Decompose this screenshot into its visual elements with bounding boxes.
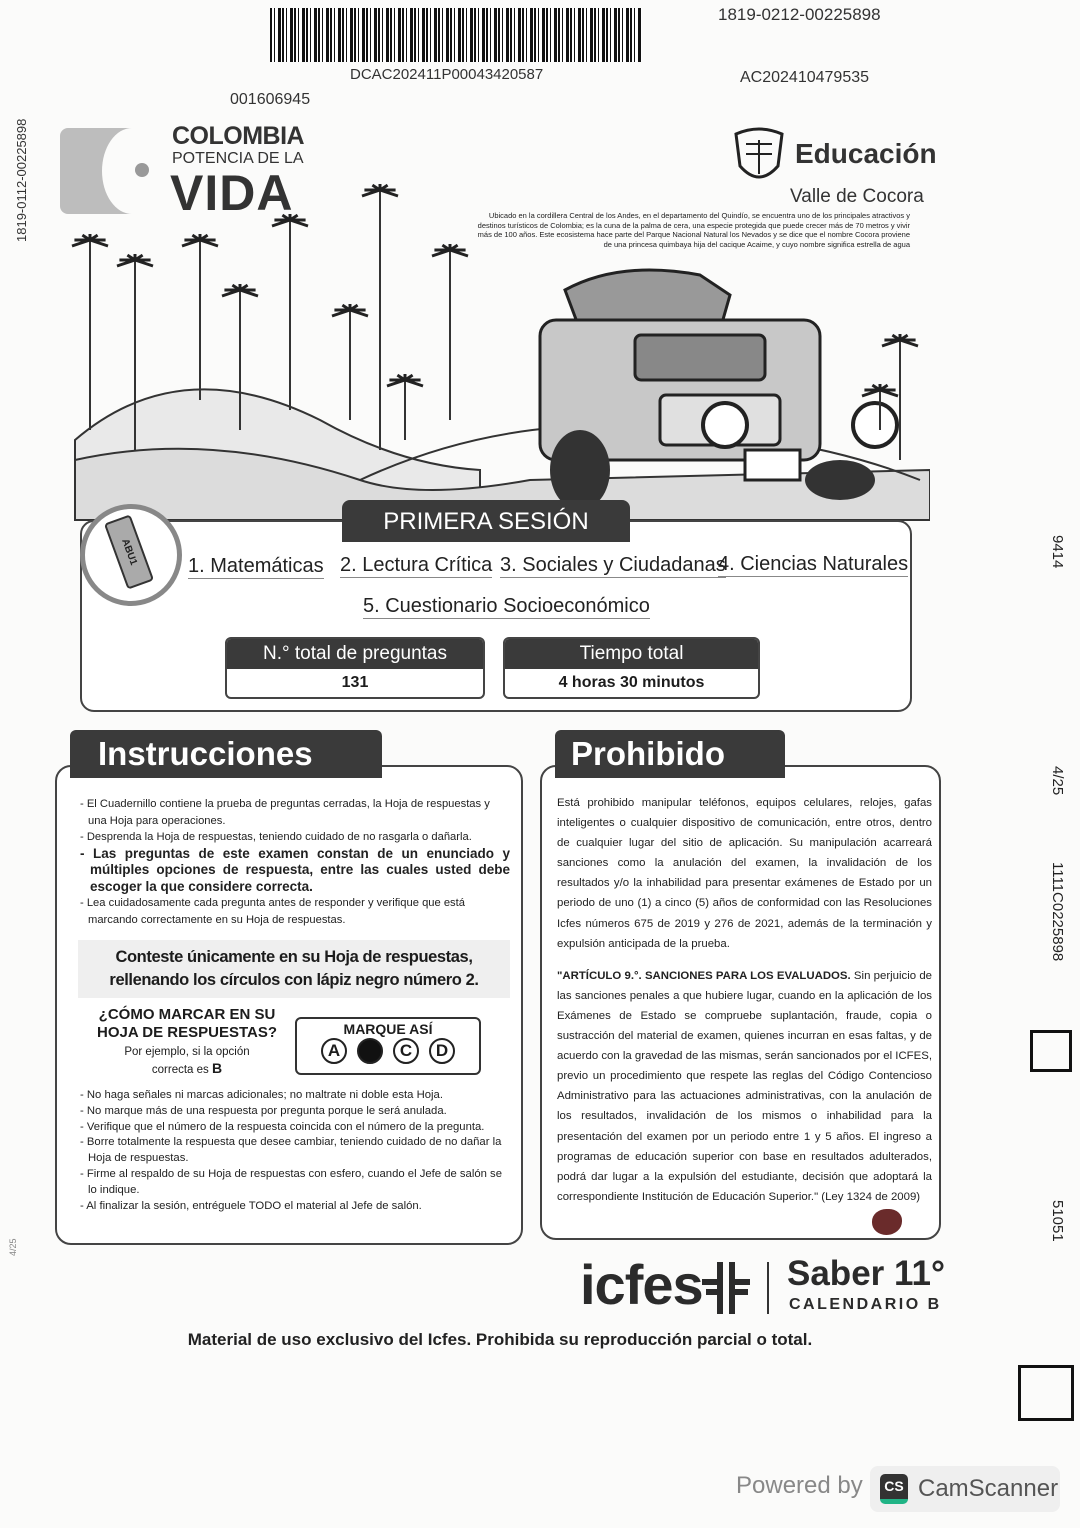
barcode-text: DCAC202411P00043420587	[350, 66, 544, 83]
right-code-1: 9414	[1049, 535, 1066, 569]
subject-5: 5. Cuestionario Socioeconómico	[363, 595, 650, 619]
subject-2: 2. Lectura Crítica	[340, 554, 493, 578]
palm-tree-icon	[116, 253, 154, 450]
prohibited-paragraph: Está prohibido manipular teléfonos, equi…	[557, 797, 932, 950]
article-body: Sin perjuicio de las sanciones penales a…	[557, 969, 932, 1203]
instructions-panel	[55, 765, 523, 1245]
questions-total: N.° total de preguntas 131	[225, 637, 485, 699]
coat-of-arms-icon	[734, 127, 784, 179]
time-label: Tiempo total	[505, 639, 758, 669]
subject-3: 3. Sociales y Ciudadanas	[500, 554, 726, 578]
ministry-name: Educación	[795, 138, 937, 169]
place-title: Valle de Cocora	[790, 186, 924, 207]
pencil-badge: ABU1	[80, 504, 182, 606]
article-9: "ARTÍCULO 9.°. SANCIONES PARA LOS EVALUA…	[557, 966, 932, 1207]
camscanner-name: CamScanner	[918, 1475, 1059, 1502]
instruction-item: - Al finalizar la sesión, entréguele TOD…	[80, 1199, 422, 1212]
how-to-mark: ¿CÓMO MARCAR EN SU HOJA DE RESPUESTAS? P…	[92, 1006, 282, 1078]
ink-stain	[872, 1209, 902, 1235]
right-page: 4/25	[1049, 766, 1066, 796]
instructions-title: Instrucciones	[70, 730, 382, 778]
instruction-item: - Borre totalmente la respuesta que dese…	[80, 1136, 502, 1165]
instructions-list-bottom: - No haga señales ni marcas adicionales;…	[80, 1088, 510, 1214]
palm-tree-icon	[271, 213, 309, 410]
camscanner-icon: CS	[880, 1474, 908, 1504]
questions-label: N.° total de preguntas	[227, 639, 483, 669]
place-description: Ubicado en la cordillera Central de los …	[477, 211, 910, 249]
instruction-item: - El Cuadernillo contiene la prueba de p…	[80, 798, 490, 827]
option-c: C	[393, 1038, 419, 1064]
subject-4: 4. Ciencias Naturales	[718, 553, 909, 577]
prohibited-text: Está prohibido manipular teléfonos, equi…	[557, 793, 932, 1207]
session-title: PRIMERA SESIÓN	[342, 500, 630, 542]
logo-vida: VIDA	[170, 165, 294, 221]
left-margin-small: 4/25	[8, 1238, 18, 1256]
how-example: Por ejemplo, si la opción correcta es B	[92, 1042, 282, 1078]
how-example-answer: B	[211, 1060, 223, 1076]
jeep-icon	[538, 268, 899, 510]
left-margin-code: 1819-0112-00225898	[14, 118, 29, 242]
palm-tree-icon	[221, 283, 259, 430]
camscanner-badge: CS CamScanner	[870, 1466, 1060, 1512]
subject-1: 1. Matemáticas	[188, 555, 324, 579]
article-heading: "ARTÍCULO 9.°. SANCIONES PARA LOS EVALUA…	[557, 969, 851, 982]
instruction-item: - Las preguntas de este examen constan d…	[80, 845, 510, 894]
palm-tree-icon	[881, 333, 919, 460]
instruction-item: - No marque más de una respuesta por pre…	[80, 1104, 447, 1117]
calendar-label: CALENDARIO B	[789, 1296, 942, 1313]
pencil-icon: ABU1	[103, 514, 155, 590]
answer-note: Conteste únicamente en su Hoja de respue…	[78, 940, 510, 998]
barcode	[270, 8, 642, 62]
prohibited-title: Prohibido	[555, 730, 785, 778]
how-example-text: Por ejemplo, si la opción correcta es	[124, 1046, 250, 1076]
questions-value: 131	[341, 674, 369, 691]
booklet-number: 001606945	[230, 91, 311, 108]
palm-tree-icon	[181, 233, 219, 400]
option-b-filled	[357, 1038, 383, 1064]
option-d: D	[429, 1038, 455, 1064]
logo-potencia: POTENCIA DE LA	[172, 150, 304, 167]
icfes-symbol-icon	[702, 1262, 750, 1314]
logo-dot	[135, 163, 149, 177]
palm-tree-icon	[361, 183, 399, 450]
time-value: 4 horas 30 minutos	[558, 674, 705, 691]
saber-11-title: Saber 11°	[787, 1254, 945, 1293]
footer-notice: Material de uso exclusivo del Icfes. Pro…	[187, 1330, 813, 1349]
instruction-item: - Desprenda la Hoja de respuestas, tenie…	[80, 831, 472, 843]
palm-tree-icon	[331, 303, 369, 420]
qr-code-small	[1030, 1030, 1072, 1072]
instructions-list-top: - El Cuadernillo contiene la prueba de p…	[80, 796, 510, 928]
time-total: Tiempo total 4 horas 30 minutos	[503, 637, 760, 699]
instruction-item: - Verifique que el número de la respuest…	[80, 1120, 485, 1133]
instruction-item: - Lea cuidadosamente cada pregunta antes…	[80, 897, 465, 926]
marque-label: MARQUE ASÍ	[343, 1021, 433, 1037]
brand-divider	[767, 1262, 769, 1314]
palm-tree-icon	[386, 373, 424, 440]
right-code-2: 1111C0225898	[1049, 862, 1066, 962]
right-code-3: 51051	[1049, 1200, 1066, 1242]
icfes-logo: icfes	[580, 1253, 704, 1316]
how-title: ¿CÓMO MARCAR EN SU HOJA DE RESPUESTAS?	[96, 1006, 278, 1041]
palm-tree-icon	[71, 233, 109, 430]
pencil-label: ABU1	[119, 537, 139, 567]
powered-by: Powered by	[736, 1472, 863, 1499]
logo-colombia: COLOMBIA	[172, 122, 305, 150]
instruction-item: - No haga señales ni marcas adicionales;…	[80, 1089, 443, 1101]
palm-tree-icon	[861, 383, 899, 430]
instruction-item: - Firme al respaldo de su Hoja de respue…	[80, 1167, 502, 1196]
option-a: A	[321, 1038, 347, 1064]
top-right-code: 1819-0212-00225898	[718, 5, 881, 24]
ac-code: AC202410479535	[740, 69, 870, 86]
valle-cocora-illustration	[71, 183, 930, 521]
palm-tree-icon	[431, 243, 469, 420]
qr-code	[1018, 1365, 1074, 1421]
